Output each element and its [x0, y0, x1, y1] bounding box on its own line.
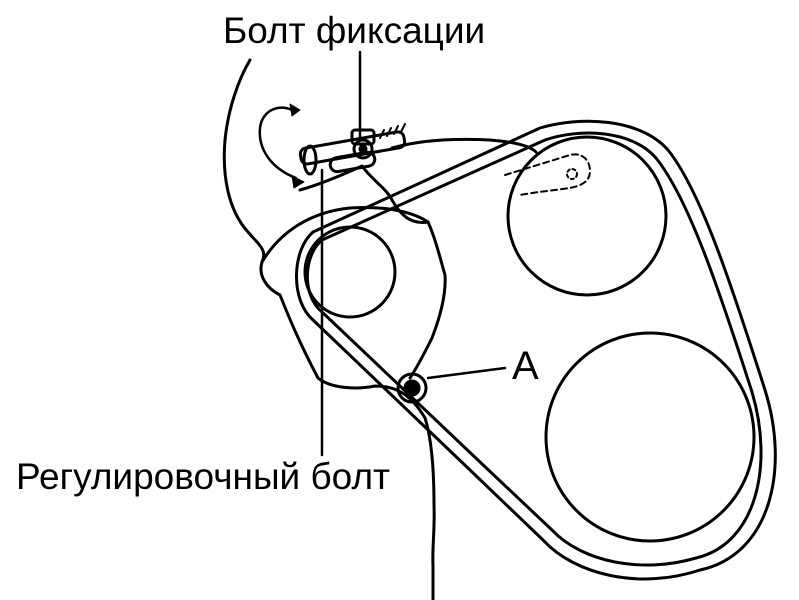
fixing-bolt-thread — [379, 123, 406, 139]
engine-block-inner — [260, 206, 447, 380]
crankshaft-pulley — [544, 331, 756, 543]
alternator-pulley — [303, 225, 397, 319]
idler-a-inner — [403, 379, 421, 397]
hidden-slot — [504, 153, 591, 196]
hidden-slot-hole — [566, 168, 578, 180]
drive-belt-inner — [305, 131, 763, 567]
rotation-arrow-head-bottom — [291, 175, 305, 189]
adjusting-bolt-label: Регулировочный болт — [16, 456, 390, 497]
fixing-bolt-head — [352, 138, 374, 160]
slot-plate — [328, 150, 377, 174]
fixing-bolt-nut — [350, 128, 376, 146]
rotation-arrow — [258, 106, 298, 180]
upper-right-pulley — [506, 135, 668, 297]
fixing-bolt-washer — [302, 144, 318, 176]
point-a-label: A — [512, 344, 539, 388]
drive-belt-outer — [295, 119, 777, 581]
engine-block-outline — [222, 58, 436, 600]
bracket-arm — [298, 164, 430, 224]
rotation-arrow-head-top — [289, 103, 301, 117]
point-a-leader — [426, 366, 507, 380]
fixing-bolt-label: Болт фиксации — [223, 10, 486, 51]
idler-a-outer — [396, 372, 428, 404]
